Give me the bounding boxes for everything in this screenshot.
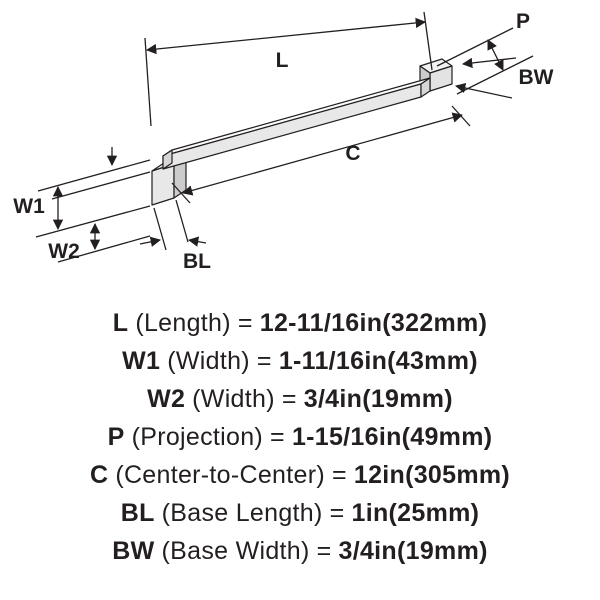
spec-equals: = (329, 499, 345, 527)
spec-equals: = (281, 385, 297, 413)
spec-symbol: BW (112, 537, 155, 565)
spec-equals: = (256, 347, 272, 375)
spec-value: 3/4in(19mm) (303, 385, 453, 413)
spec-symbol: L (112, 309, 129, 337)
spec-value: 3/4in(19mm) (338, 537, 488, 565)
dim-label-width-1: W1 (13, 195, 45, 218)
spec-list: L (Length) = 12-11/16in(322mm) W1 (Width… (0, 304, 600, 570)
spec-value: 1-11/16in(43mm) (278, 347, 478, 375)
spec-value: 1-15/16in(49mm) (291, 423, 493, 451)
spec-symbol: BL (120, 499, 155, 527)
dim-label-base-length: BL (183, 250, 211, 273)
spec-equals: = (237, 309, 253, 337)
dim-label-width-2: W2 (48, 240, 80, 263)
spec-row-base-width: BW (Base Width) = 3/4in(19mm) (112, 532, 487, 570)
spec-name: (Width) (192, 385, 275, 413)
spec-row-width-1: W1 (Width) = 1-11/16in(43mm) (122, 342, 478, 380)
spec-name: (Base Length) (161, 499, 323, 527)
dimension-length (144, 11, 433, 127)
dim-label-length: L (276, 49, 289, 72)
spec-equals: = (270, 423, 285, 451)
spec-row-width-2: W2 (Width) = 3/4in(19mm) (147, 380, 453, 418)
spec-row-length: L (Length) = 12-11/16in(322mm) (113, 304, 487, 342)
spec-row-base-length: BL (Base Length) = 1in(25mm) (121, 494, 480, 532)
spec-name: (Length) (135, 309, 231, 337)
pull-handle-drawing: L P BW C W1 W2 BL (13, 10, 554, 273)
dimension-width-1 (35, 147, 151, 238)
spec-value: 1in(25mm) (351, 499, 480, 527)
spec-equals: = (331, 461, 347, 489)
dimension-base-width (454, 57, 517, 99)
dim-label-center: C (345, 142, 360, 165)
dimension-width-2 (57, 222, 151, 263)
handle-bar (162, 77, 431, 170)
spec-name: (Width) (167, 347, 250, 375)
dim-label-projection: P (516, 10, 530, 33)
spec-row-projection: P (Projection) = 1-15/16in(49mm) (108, 418, 493, 456)
dimension-projection (436, 27, 534, 95)
dim-label-base-width: BW (519, 66, 554, 89)
spec-value: 12in(305mm) (353, 461, 511, 489)
spec-symbol: C (89, 461, 109, 489)
spec-symbol: W2 (147, 385, 186, 413)
spec-name: (Center-to-Center) (115, 461, 325, 489)
spec-value: 12-11/16in(322mm) (259, 309, 488, 337)
spec-symbol: P (107, 423, 125, 451)
dimension-center-to-center (171, 105, 471, 204)
dimension-base-length (139, 199, 207, 251)
spec-symbol: W1 (122, 347, 161, 375)
product-dimension-diagram: L P BW C W1 W2 BL (13, 10, 554, 273)
spec-row-center-to-center: C (Center-to-Center) = 12in(305mm) (90, 456, 510, 494)
spec-equals: = (316, 537, 332, 565)
spec-name: (Base Width) (161, 537, 310, 565)
spec-name: (Projection) (131, 423, 264, 451)
